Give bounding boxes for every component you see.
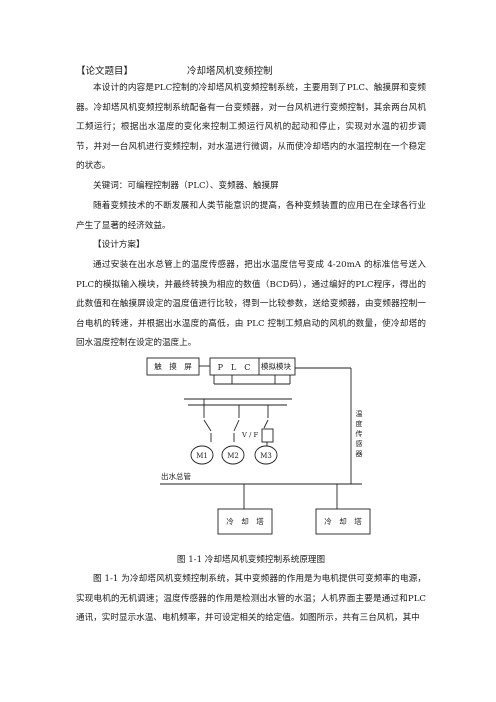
cooling-tower-2-box bbox=[315, 508, 371, 535]
motor-m1-label: M1 bbox=[196, 452, 208, 460]
vf-label: V / F bbox=[241, 431, 259, 439]
keywords-line: 关键词：可编程控制器（PLC）、变频器、触摸屏 bbox=[93, 181, 279, 191]
plc-label: P L C bbox=[218, 363, 251, 372]
cooling-tower-1-label: 冷 却 塔 bbox=[226, 516, 264, 526]
paper-title-row: 【论文题目】 冷却塔风机变频控制 bbox=[76, 63, 416, 77]
motor-m3 bbox=[254, 445, 278, 465]
motor-m2-label: M2 bbox=[227, 452, 239, 460]
figure-caption: 图 1-1 冷却塔风机变频控制系统原理图 bbox=[176, 555, 326, 565]
title-label: 【论文题目】 bbox=[76, 66, 134, 77]
cooling-tower-1-box bbox=[217, 508, 273, 535]
vf-inverter-box bbox=[261, 428, 274, 443]
outlet-pipe-label: 出水总管 bbox=[161, 471, 191, 481]
motor-m2 bbox=[221, 445, 245, 465]
analog-module-label: 模拟模块 bbox=[261, 361, 291, 371]
paper-title: 冷却塔风机变频控制 bbox=[187, 66, 273, 77]
design-heading: 【设计方案】 bbox=[93, 240, 145, 250]
figure-description-paragraph: 图 1-1 为冷却塔风机变频控制系统，其中变频器的作用是为电机提供可变频率的电源… bbox=[76, 574, 426, 623]
touch-screen-label: 触 摸 屏 bbox=[154, 361, 192, 371]
sensor-label: 温度传感器 bbox=[355, 409, 363, 460]
motor-m3-label: M3 bbox=[260, 452, 272, 460]
intro-paragraph: 随着变频技术的不断发展和人类节能意识的提高，各种变频装置的应用已在全球各行业产生… bbox=[76, 201, 426, 231]
plc-box bbox=[209, 357, 296, 376]
motor-m1 bbox=[190, 445, 214, 465]
touch-screen-box bbox=[146, 357, 200, 376]
abstract-paragraph: 本设计的内容是PLC控制的冷却塔风机变频控制系统，主要用到了PLC、触摸屏和变频… bbox=[76, 83, 426, 171]
cooling-tower-2-label: 冷 却 塔 bbox=[324, 516, 362, 526]
design-paragraph: 通过安装在出水总管上的温度传感器，把出水温度信号变成 4-20mA 的标准信号送… bbox=[76, 260, 426, 348]
